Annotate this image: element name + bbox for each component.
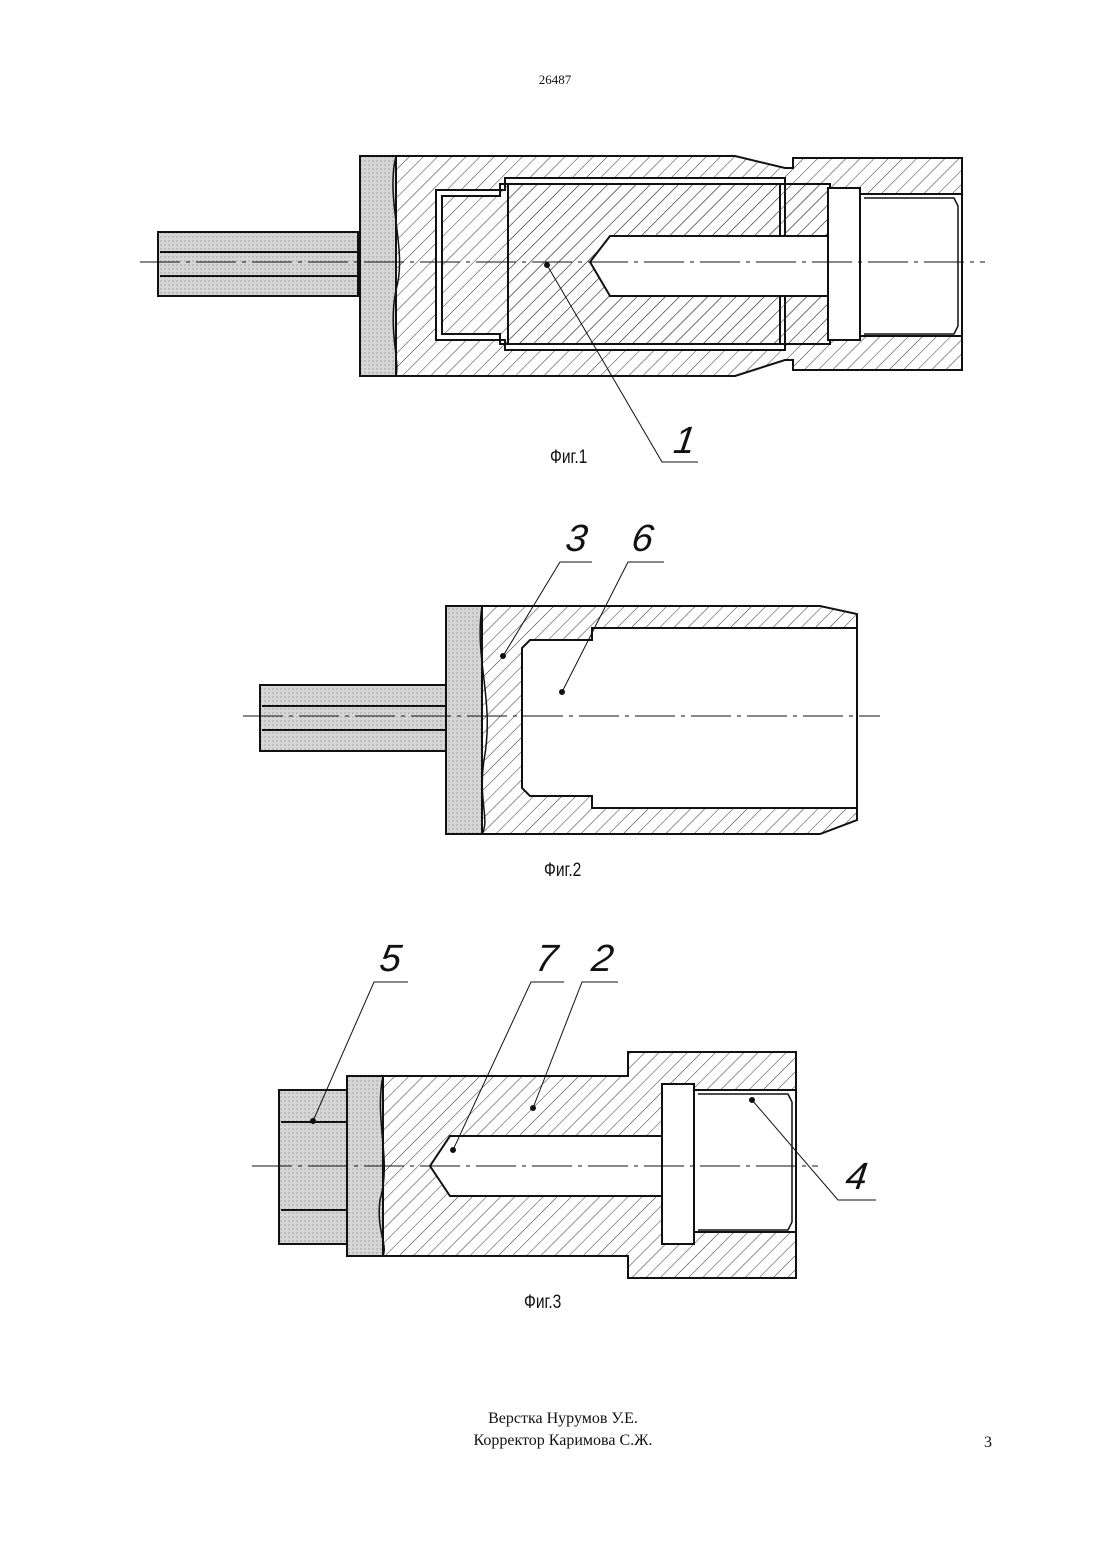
fig1-caption: Фиг.1 (550, 447, 587, 469)
fig3-head (279, 1090, 347, 1244)
fig2-shank (260, 685, 446, 751)
fig2-caption: Фиг.2 (544, 860, 581, 882)
figure-1-drawing (140, 156, 985, 462)
fig3-caption: Фиг.3 (524, 1292, 561, 1314)
proofreader-credit: Корректор Каримова С.Ж. (0, 1430, 1100, 1452)
credits-block: Верстка Нурумов У.Е. Корректор Каримова … (0, 1408, 1100, 1452)
layout-credit: Верстка Нурумов У.Е. (0, 1408, 1100, 1430)
page-number: 3 (984, 1434, 992, 1452)
figure-3-drawing (252, 982, 876, 1278)
figure-2-drawing (243, 562, 880, 834)
fig1-shank (158, 232, 358, 296)
